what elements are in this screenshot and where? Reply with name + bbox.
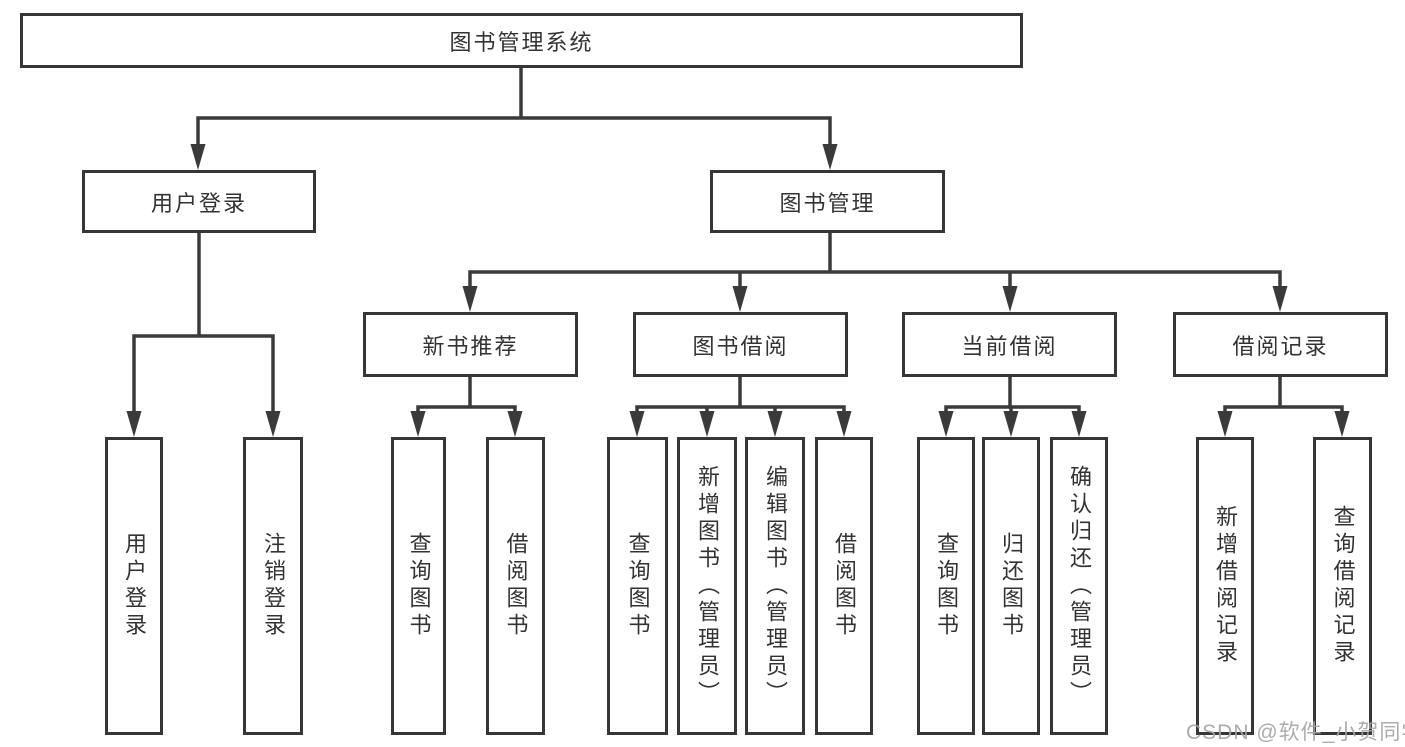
leaf-edit-book-admin: 编辑图书（管理员） bbox=[745, 437, 805, 735]
leaf-confirm-return-admin: 确认归还（管理员） bbox=[1050, 437, 1108, 735]
node-book-management: 图书管理 bbox=[710, 170, 945, 233]
leaf-borrow-query-book-label: 查询图书 bbox=[625, 532, 651, 640]
leaf-user-login: 用户登录 bbox=[105, 437, 163, 735]
leaf-borrow-query-book: 查询图书 bbox=[607, 437, 668, 735]
leaf-query-borrow-record: 查询借阅记录 bbox=[1313, 437, 1372, 735]
leaf-add-borrow-record: 新增借阅记录 bbox=[1196, 437, 1254, 735]
leaf-newbook-borrow-book-label: 借阅图书 bbox=[503, 532, 529, 640]
leaf-query-borrow-record-label: 查询借阅记录 bbox=[1330, 505, 1356, 667]
node-library-system: 图书管理系统 bbox=[20, 13, 1023, 68]
leaf-add-book-admin-label: 新增图书（管理员） bbox=[695, 464, 720, 708]
leaf-add-book-admin: 新增图书（管理员） bbox=[677, 437, 737, 735]
leaf-borrow-book-label: 借阅图书 bbox=[832, 532, 857, 640]
leaf-logout-label: 注销登录 bbox=[261, 532, 286, 640]
leaf-user-login-label: 用户登录 bbox=[122, 532, 147, 640]
leaf-newbook-borrow-book: 借阅图书 bbox=[486, 437, 545, 735]
node-book-borrow: 图书借阅 bbox=[633, 312, 848, 377]
leaf-confirm-return-admin-label: 确认归还（管理员） bbox=[1067, 464, 1092, 708]
csdn-watermark: CSDN @软件_小贺同学 bbox=[1186, 721, 1405, 744]
leaf-return-book-label: 归还图书 bbox=[999, 532, 1024, 640]
leaf-return-book: 归还图书 bbox=[982, 437, 1040, 735]
node-current-borrow: 当前借阅 bbox=[902, 312, 1117, 377]
node-user-login: 用户登录 bbox=[82, 170, 316, 233]
leaf-newbook-query-book: 查询图书 bbox=[391, 437, 446, 735]
leaf-add-borrow-record-label: 新增借阅记录 bbox=[1213, 505, 1238, 667]
node-borrow-records: 借阅记录 bbox=[1173, 312, 1388, 377]
arrowheads bbox=[126, 144, 1350, 437]
leaf-borrow-book: 借阅图书 bbox=[815, 437, 873, 735]
leaf-newbook-query-book-label: 查询图书 bbox=[406, 532, 432, 640]
node-new-book-recommend: 新书推荐 bbox=[363, 312, 578, 377]
leaf-logout: 注销登录 bbox=[243, 437, 303, 735]
leaf-current-query-book-label: 查询图书 bbox=[934, 532, 959, 640]
leaf-edit-book-admin-label: 编辑图书（管理员） bbox=[763, 464, 788, 708]
leaf-current-query-book: 查询图书 bbox=[917, 437, 975, 735]
